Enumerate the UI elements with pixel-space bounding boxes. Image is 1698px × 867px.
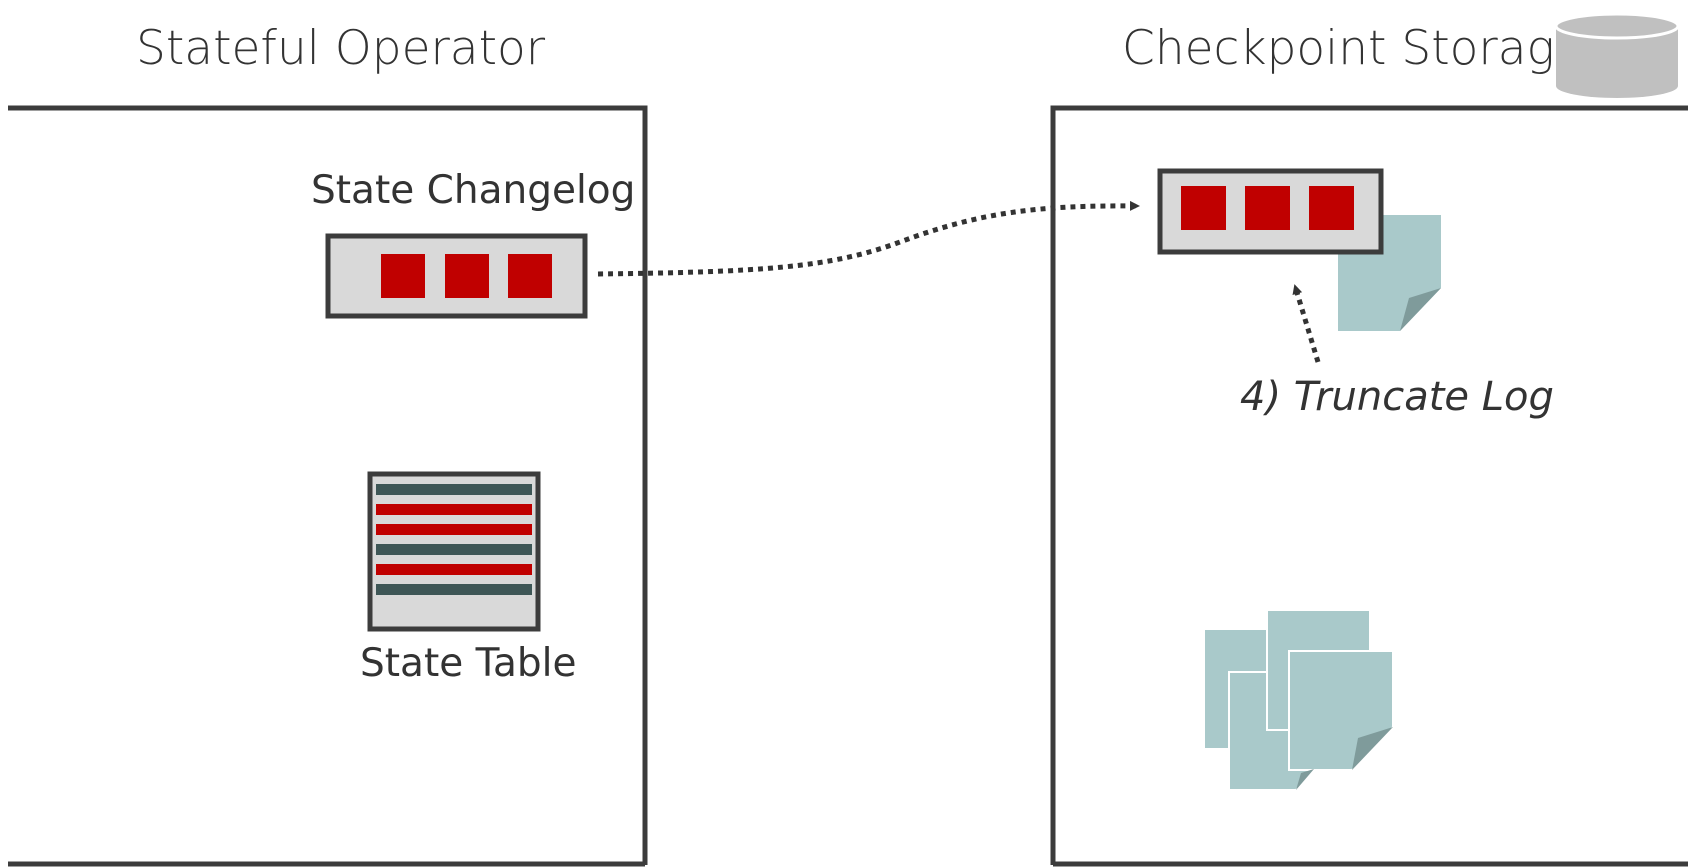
uploaded-log-segments-icon — [1157, 168, 1384, 255]
operator-frame — [8, 105, 648, 865]
upload-arrow — [597, 200, 1140, 277]
state-table-row — [376, 584, 532, 595]
operator-panel: Stateful Operator State Changelog State … — [8, 21, 648, 867]
storage-title: Checkpoint Storage — [1122, 21, 1584, 76]
storage-panel: Checkpoint Storage 4) Truncate Log — [1050, 12, 1688, 867]
state-table-label: State Table — [360, 641, 576, 686]
state-table-icon — [367, 471, 541, 632]
log-entry — [1245, 186, 1290, 230]
log-segments-icon — [325, 233, 588, 319]
operator-title: Stateful Operator — [136, 21, 546, 76]
changelog-label: State Changelog — [311, 168, 635, 213]
log-entry — [1309, 186, 1354, 230]
database-cylinder-icon — [1554, 12, 1680, 98]
state-table-row — [376, 564, 532, 575]
log-entry — [508, 254, 552, 298]
file-stack-icon — [1205, 609, 1394, 791]
truncate-step-label: 4) Truncate Log — [1240, 374, 1554, 420]
log-entry — [445, 254, 489, 298]
state-table-row — [376, 544, 532, 555]
log-entry — [381, 254, 425, 298]
state-table-row — [376, 484, 532, 495]
storage-frame — [1050, 105, 1688, 865]
state-table-row — [376, 524, 532, 535]
state-table-row — [376, 504, 532, 515]
truncate-arrow — [1292, 284, 1321, 363]
log-entry — [1181, 186, 1226, 230]
